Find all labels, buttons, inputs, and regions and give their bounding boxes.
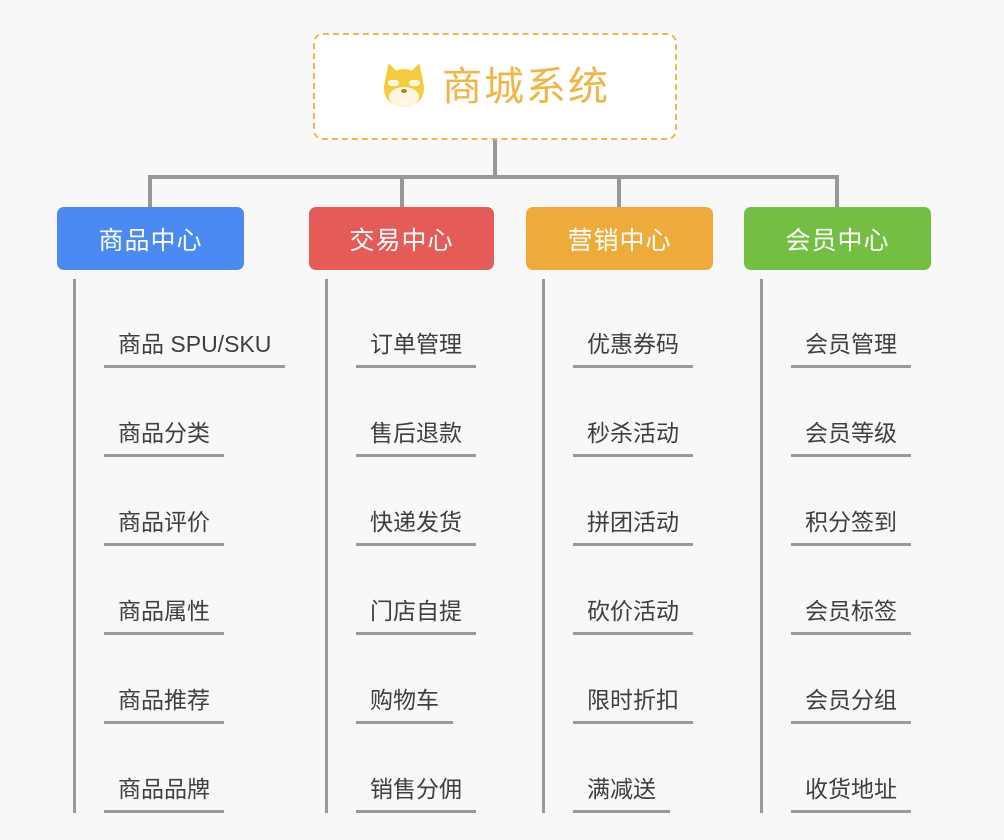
leaf-label: 商品评价: [104, 509, 224, 546]
list-item[interactable]: 会员管理: [763, 279, 931, 368]
leaf-label: 商品分类: [104, 420, 224, 457]
leaf-label: 砍价活动: [573, 598, 693, 635]
list-item[interactable]: 限时折扣: [545, 635, 713, 724]
list-item[interactable]: 优惠券码: [545, 279, 713, 368]
list-item[interactable]: 会员标签: [763, 546, 931, 635]
list-item[interactable]: 订单管理: [328, 279, 494, 368]
leaf-list-1: 商品 SPU/SKU 商品分类 商品评价 商品属性 商品推荐 商品品牌: [73, 279, 286, 813]
list-item[interactable]: 快递发货: [328, 457, 494, 546]
list-item[interactable]: 商品品牌: [76, 724, 244, 813]
leaf-label: 会员标签: [791, 598, 911, 635]
leaf-label: 满减送: [573, 776, 670, 813]
leaf-label: 积分签到: [791, 509, 911, 546]
list-item[interactable]: 商品分类: [76, 368, 244, 457]
connector-drop-branch-4: [835, 175, 839, 209]
leaf-label: 门店自提: [356, 598, 476, 635]
list-item[interactable]: 拼团活动: [545, 457, 713, 546]
list-item[interactable]: 满减送: [545, 724, 713, 813]
leaf-label: 购物车: [356, 687, 453, 724]
list-item[interactable]: 商品 SPU/SKU: [76, 279, 286, 368]
list-item[interactable]: 商品评价: [76, 457, 244, 546]
leaf-label: 订单管理: [356, 331, 476, 368]
list-item[interactable]: 秒杀活动: [545, 368, 713, 457]
branch-header-4[interactable]: 会员中心: [744, 207, 931, 270]
leaf-label: 售后退款: [356, 420, 476, 457]
list-item[interactable]: 砍价活动: [545, 546, 713, 635]
connector-drop-branch-1: [148, 175, 152, 209]
branch-column-2: 交易中心 订单管理 售后退款 快递发货 门店自提 购物车 销售分佣: [309, 207, 494, 813]
leaf-label: 会员等级: [791, 420, 911, 457]
connector-root-stem: [493, 140, 497, 178]
leaf-label: 快递发货: [356, 509, 476, 546]
list-item[interactable]: 购物车: [328, 635, 494, 724]
list-item[interactable]: 会员分组: [763, 635, 931, 724]
branch-column-1: 商品中心 商品 SPU/SKU 商品分类 商品评价 商品属性 商品推荐 商品品牌: [57, 207, 286, 813]
shiba-dog-face-icon: [379, 60, 429, 111]
list-item[interactable]: 门店自提: [328, 546, 494, 635]
leaf-label: 商品 SPU/SKU: [104, 331, 286, 368]
list-item[interactable]: 会员等级: [763, 368, 931, 457]
root-node[interactable]: 商城系统: [313, 33, 677, 140]
connector-drop-branch-2: [400, 175, 404, 209]
root-title: 商城系统: [442, 64, 610, 109]
leaf-label: 会员管理: [791, 331, 911, 368]
branch-header-3[interactable]: 营销中心: [526, 207, 713, 270]
list-item[interactable]: 收货地址: [763, 724, 931, 813]
branch-header-2[interactable]: 交易中心: [309, 207, 494, 270]
branch-header-1[interactable]: 商品中心: [57, 207, 244, 270]
list-item[interactable]: 销售分佣: [328, 724, 494, 813]
leaf-list-2: 订单管理 售后退款 快递发货 门店自提 购物车 销售分佣: [325, 279, 494, 813]
leaf-label: 商品属性: [104, 598, 224, 635]
leaf-list-3: 优惠券码 秒杀活动 拼团活动 砍价活动 限时折扣 满减送: [542, 279, 713, 813]
leaf-label: 拼团活动: [573, 509, 693, 546]
list-item[interactable]: 商品推荐: [76, 635, 244, 724]
branch-column-3: 营销中心 优惠券码 秒杀活动 拼团活动 砍价活动 限时折扣 满减送: [526, 207, 713, 813]
leaf-label: 限时折扣: [573, 687, 693, 724]
leaf-label: 销售分佣: [356, 776, 476, 813]
leaf-list-4: 会员管理 会员等级 积分签到 会员标签 会员分组 收货地址: [760, 279, 931, 813]
list-item[interactable]: 售后退款: [328, 368, 494, 457]
leaf-label: 商品品牌: [104, 776, 224, 813]
leaf-label: 商品推荐: [104, 687, 224, 724]
connector-horizontal-bar: [148, 175, 839, 179]
list-item[interactable]: 商品属性: [76, 546, 244, 635]
leaf-label: 会员分组: [791, 687, 911, 724]
leaf-label: 秒杀活动: [573, 420, 693, 457]
leaf-label: 优惠券码: [573, 331, 693, 368]
connector-drop-branch-3: [617, 175, 621, 209]
leaf-label: 收货地址: [791, 776, 911, 813]
branch-column-4: 会员中心 会员管理 会员等级 积分签到 会员标签 会员分组 收货地址: [744, 207, 931, 813]
list-item[interactable]: 积分签到: [763, 457, 931, 546]
